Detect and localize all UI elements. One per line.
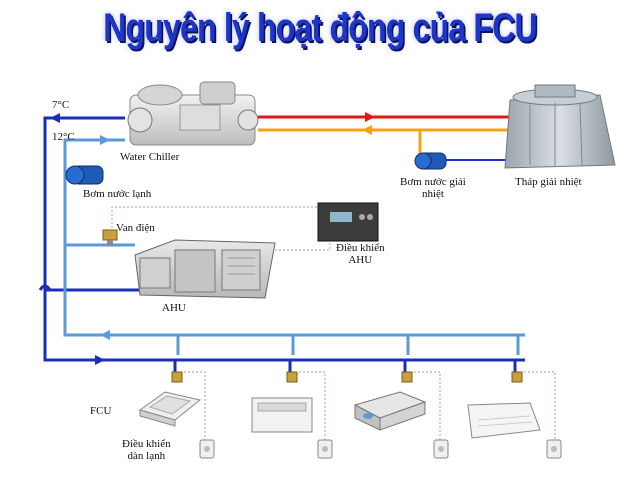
chilled-water-supply (43, 113, 525, 380)
fcu-controller-label-line1: Điều khiển (122, 438, 171, 450)
chilled-pump-label: Bơm nước lạnh (83, 188, 152, 200)
electric-valve-label: Van điện (116, 222, 155, 234)
ceiling-cassette-icon (138, 391, 202, 427)
page-title: Nguyên lý hoạt động của FCU (103, 6, 537, 50)
ahu-controller-label: Điều khiển AHU (336, 242, 385, 266)
water-chiller-label: Water Chiller (120, 151, 180, 163)
fcu-controller-label: Điều khiển dàn lạnh (122, 438, 171, 462)
fcu-controller-label-line2: dàn lạnh (127, 450, 166, 462)
condenser-pump-label: Bơm nước giải nhiệt (400, 176, 466, 200)
condenser-pump-label-line2: nhiệt (421, 188, 444, 200)
fcu-label: FCU (90, 405, 112, 417)
controller-panel-icon (317, 202, 379, 242)
ahu-controller-label-line2: AHU (348, 254, 373, 266)
chilled-water-return (38, 135, 525, 355)
return-temp-label: 12°C (52, 131, 75, 143)
thermostat-icon (199, 439, 562, 459)
ahu-unit-icon (134, 239, 276, 299)
supply-temp-label: 7°C (52, 99, 70, 111)
ceiling-mounted-fcu-icon (467, 402, 541, 439)
valve-icon (102, 229, 118, 246)
cooling-tower-label: Tháp giải nhiệt (515, 176, 582, 188)
condenser-pump-label-line1: Bơm nước giải (400, 176, 466, 188)
ducted-fcu-icon (353, 391, 427, 431)
cooling-tower-icon (504, 84, 616, 169)
ahu-label: AHU (162, 302, 186, 314)
condenser-pump-icon (414, 152, 447, 170)
floor-standing-fcu-icon (251, 397, 313, 433)
chilled-water-pump-icon (65, 165, 104, 185)
water-chiller-icon (127, 81, 259, 146)
fcu-valves (171, 371, 523, 383)
ahu-controller-label-line1: Điều khiển (336, 242, 385, 254)
